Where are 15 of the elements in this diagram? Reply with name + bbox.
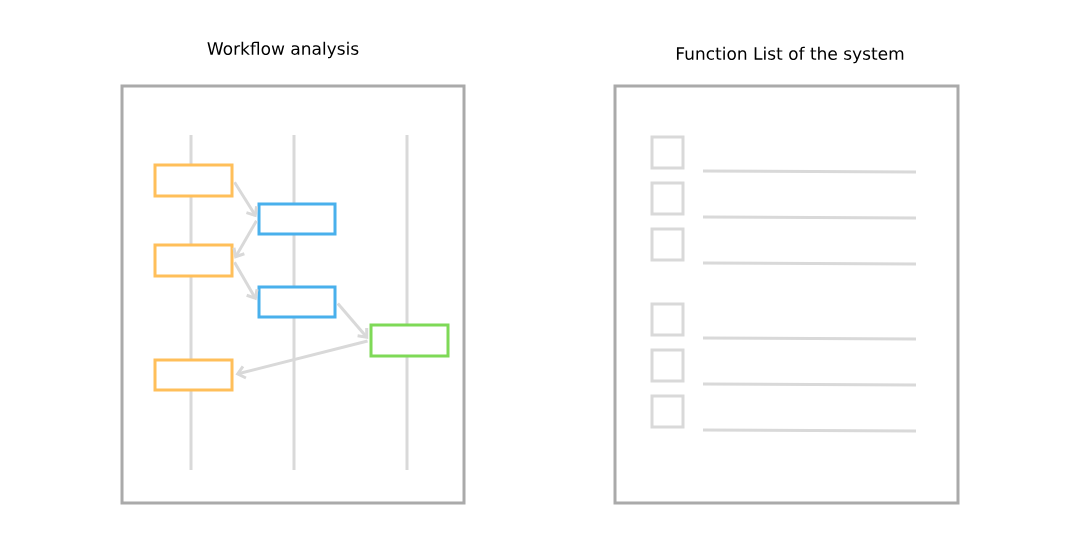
- arrow: [233, 261, 259, 301]
- step-box: [153, 163, 234, 198]
- arrow: [235, 339, 368, 380]
- node-label: Function List of the system: [676, 46, 904, 64]
- step-box: [153, 243, 234, 278]
- step-box: [153, 358, 234, 392]
- step-box: [257, 285, 337, 319]
- panel: Workflow analysis: [120, 41, 466, 505]
- step-box: [257, 202, 337, 236]
- arrow: [232, 219, 258, 259]
- step-box: [369, 323, 450, 358]
- panel: Function List of the system: [613, 46, 960, 505]
- arrow: [336, 302, 369, 339]
- node-label: Workflow analysis: [207, 41, 359, 59]
- arrow: [233, 181, 259, 218]
